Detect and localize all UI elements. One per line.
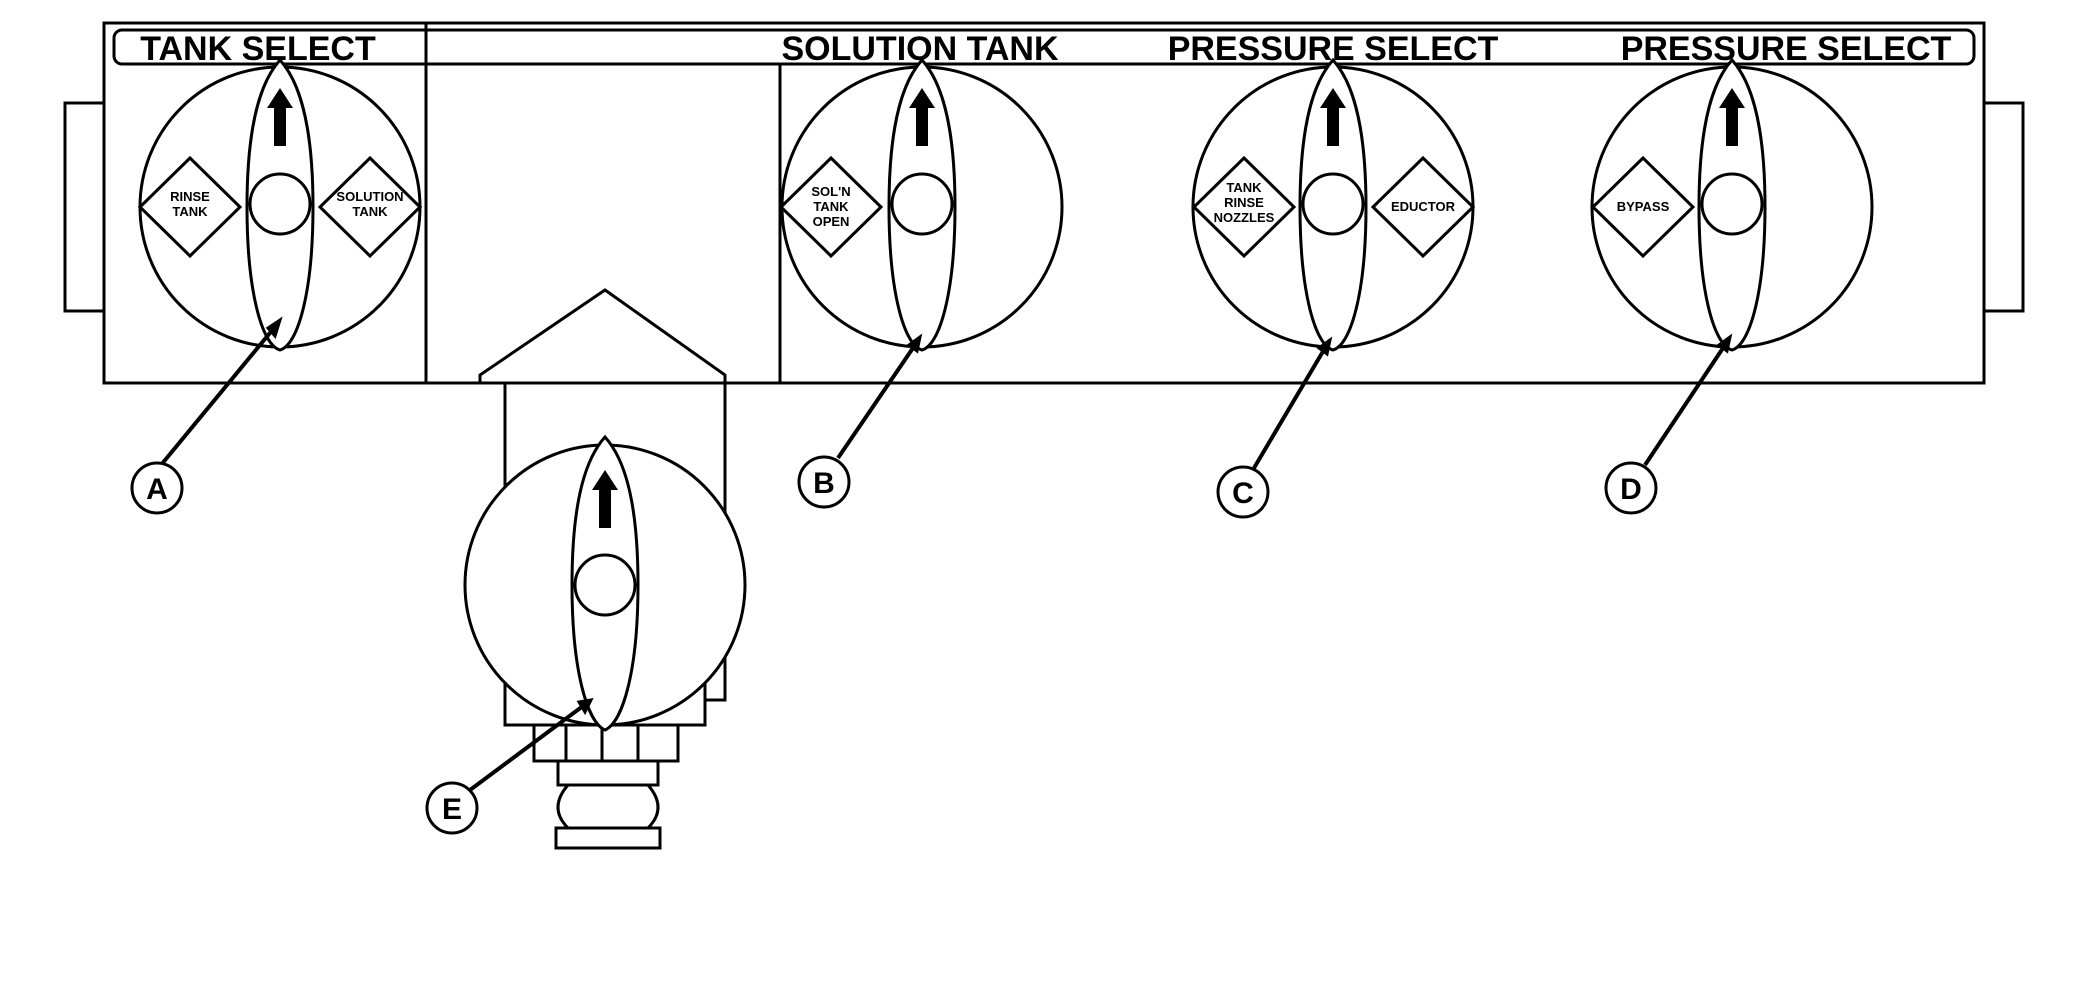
- fitting-collar: [556, 759, 660, 787]
- right-bracket: [1981, 101, 2025, 313]
- callout-a-leader: [159, 326, 276, 467]
- header-pressure-select-2: PRESSURE SELECT: [1621, 30, 1952, 68]
- callout-b: B: [797, 333, 923, 509]
- valve-d-hub: [1700, 172, 1764, 236]
- header-strip: [112, 28, 1976, 66]
- valve-e: [463, 434, 747, 732]
- fitting-neck: [556, 783, 660, 830]
- callout-a: A: [130, 316, 283, 515]
- valve-b-left-label-1: SOL'N: [811, 184, 850, 199]
- valve-b: SOL'N TANK OPEN: [778, 57, 1064, 352]
- valve-b-left-label-3: OPEN: [813, 214, 850, 229]
- valve-c: TANK RINSE NOZZLES EDUCTOR: [1191, 57, 1476, 352]
- callout-e-arrowhead: [576, 698, 594, 716]
- valve-b-arrow-icon: [909, 88, 935, 146]
- valve-e-hub: [573, 553, 637, 617]
- valve-a-arrow-icon: [267, 88, 293, 146]
- valve-b-left-label-2: TANK: [813, 199, 849, 214]
- valve-b-left-diamond: [778, 155, 884, 259]
- callout-a-bubble: [130, 461, 184, 515]
- valve-a-right-label-1: SOLUTION: [336, 189, 403, 204]
- callout-d-letter: D: [1620, 473, 1642, 506]
- valve-a-right-label-2: TANK: [352, 204, 388, 219]
- callout-a-arrowhead: [265, 316, 283, 340]
- callout-b-bubble: [797, 455, 851, 509]
- valve-e-arrow-icon: [592, 470, 618, 528]
- callout-e-leader: [468, 704, 585, 792]
- callout-d-leader: [1643, 343, 1727, 467]
- valve-c-right-label-1: EDUCTOR: [1391, 199, 1456, 214]
- valve-a: RINSE TANK SOLUTION TANK: [137, 57, 423, 352]
- valve-c-hub: [1301, 172, 1365, 236]
- callout-b-letter: B: [813, 467, 835, 500]
- valve-c-arrow-icon: [1320, 88, 1346, 146]
- callout-c-arrowhead: [1316, 336, 1333, 357]
- valve-a-left-label-2: TANK: [172, 204, 208, 219]
- callout-c-bubble: [1216, 465, 1270, 519]
- valve-a-left-label-1: RINSE: [170, 189, 210, 204]
- valve-d: BYPASS: [1590, 57, 1874, 352]
- valve-b-hub: [890, 172, 954, 236]
- valve-a-left-diamond: [137, 155, 243, 259]
- valve-d-left-label-1: BYPASS: [1617, 199, 1670, 214]
- valve-c-left-diamond: [1191, 155, 1297, 259]
- callout-d-bubble: [1604, 461, 1658, 515]
- valve-c-right-diamond: [1370, 155, 1476, 259]
- callout-a-letter: A: [146, 473, 168, 506]
- callout-b-arrowhead: [906, 333, 923, 354]
- callout-c-letter: C: [1232, 477, 1254, 510]
- valve-c-left-label-1: TANK: [1226, 180, 1262, 195]
- valve-d-arrow-icon: [1719, 88, 1745, 146]
- callout-e-letter: E: [442, 793, 462, 826]
- fitting-tip: [554, 826, 662, 850]
- valve-c-left-label-2: RINSE: [1224, 195, 1264, 210]
- callout-e-bubble: [425, 781, 479, 835]
- valve-a-hub: [248, 172, 312, 236]
- callout-c-leader: [1252, 346, 1327, 470]
- callout-c: C: [1216, 336, 1333, 519]
- callout-d-arrowhead: [1716, 333, 1733, 354]
- valve-d-left-diamond: [1590, 155, 1696, 259]
- valve-c-left-label-3: NOZZLES: [1214, 210, 1275, 225]
- callout-b-leader: [836, 343, 917, 460]
- callout-d: D: [1604, 333, 1733, 515]
- left-bracket: [63, 101, 107, 313]
- header-tank-select: TANK SELECT: [140, 30, 376, 68]
- valve-a-right-diamond: [317, 155, 423, 259]
- callout-e: E: [425, 698, 594, 835]
